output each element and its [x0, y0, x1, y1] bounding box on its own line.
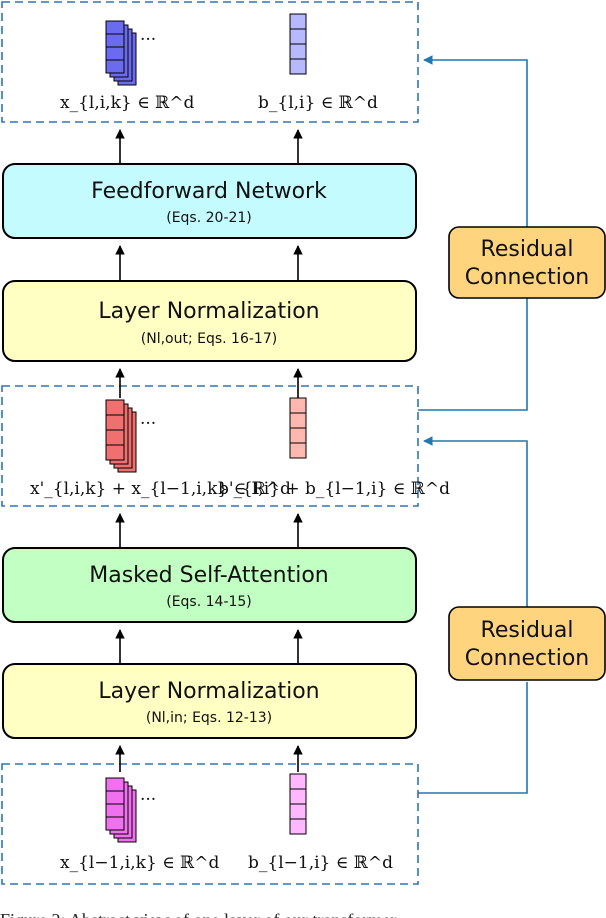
residual-top-line1: Residual	[481, 237, 574, 262]
residual-connection-box-bottom: Residual Connection	[448, 606, 606, 681]
feedforward-subtitle: (Eqs. 20-21)	[166, 210, 252, 226]
residual-top-line2: Connection	[465, 265, 589, 290]
middle-right-label: b'_{l,i} + b_{l−1,i} ∈ ℝ^d	[218, 479, 450, 499]
bottom-left-label: x_{l−1,i,k} ∈ ℝ^d	[60, 853, 220, 873]
feedforward-network-box: Feedforward Network (Eqs. 20-21)	[2, 163, 417, 239]
top-x-stack	[105, 20, 137, 86]
top-left-label: x_{l,i,k} ∈ ℝ^d	[60, 93, 194, 113]
residual-path-top	[418, 55, 528, 411]
bottom-x-stack	[105, 777, 137, 843]
top-b-vector	[289, 13, 307, 75]
top-ellipsis: ...	[140, 25, 156, 45]
layernorm-out-subtitle: (Nl,out; Eqs. 16-17)	[141, 331, 277, 347]
middle-left-label: x'_{l,i,k} + x_{l−1,i,k} ∈ ℝ^d	[30, 479, 291, 499]
middle-b-vector	[289, 397, 307, 459]
masked-self-attention-box: Masked Self-Attention (Eqs. 14-15)	[2, 547, 417, 623]
bottom-b-vector	[289, 773, 307, 835]
bottom-input-region	[1, 763, 419, 885]
feedforward-title: Feedforward Network	[91, 179, 327, 204]
figure-caption: Figure 2: Abstract view of one layer of …	[0, 910, 396, 918]
layernorm-out-title: Layer Normalization	[98, 299, 319, 324]
layernorm-in-subtitle: (Nl,in; Eqs. 12-13)	[146, 710, 272, 726]
flow-arrows	[115, 129, 303, 772]
residual-path-bottom	[418, 436, 528, 794]
middle-ellipsis: ...	[140, 409, 156, 429]
residual-bottom-line1: Residual	[481, 618, 574, 643]
residual-bottom-line2: Connection	[465, 646, 589, 671]
layer-normalization-out-box: Layer Normalization (Nl,out; Eqs. 16-17)	[2, 280, 417, 362]
bottom-ellipsis: ...	[140, 785, 156, 805]
attention-title: Masked Self-Attention	[89, 563, 329, 588]
middle-x-stack	[105, 399, 137, 473]
attention-subtitle: (Eqs. 14-15)	[166, 594, 252, 610]
top-output-region	[1, 1, 419, 123]
layernorm-in-title: Layer Normalization	[98, 679, 319, 704]
top-right-label: b_{l,i} ∈ ℝ^d	[258, 93, 378, 113]
layer-normalization-in-box: Layer Normalization (Nl,in; Eqs. 12-13)	[2, 663, 417, 739]
middle-residual-region	[1, 385, 419, 507]
residual-connection-box-top: Residual Connection	[448, 226, 606, 299]
bottom-right-label: b_{l−1,i} ∈ ℝ^d	[248, 853, 393, 873]
